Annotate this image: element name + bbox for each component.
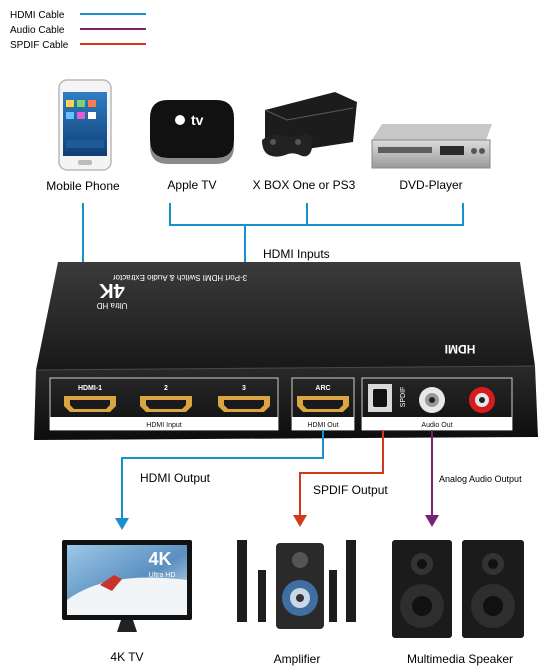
hdmi-port-1 bbox=[64, 396, 116, 412]
analog-audio-output-label: Analog Audio Output bbox=[439, 474, 522, 484]
4k-tv-image: 4K Ultra HD bbox=[62, 540, 192, 632]
apple-tv-label: Apple TV bbox=[167, 178, 216, 192]
mobile-phone-image bbox=[58, 79, 112, 171]
multimedia-speaker-image bbox=[392, 540, 524, 638]
hdmi-out-port bbox=[297, 396, 349, 412]
game-console-image bbox=[262, 92, 357, 157]
amplifier-label: Amplifier bbox=[274, 652, 321, 666]
xbox-ps3-label: X BOX One or PS3 bbox=[253, 178, 356, 192]
hdmi-inputs-label: HDMI Inputs bbox=[263, 247, 330, 261]
tv-badge-4k: 4K bbox=[148, 549, 171, 569]
legend-spdif-label: SPDIF Cable bbox=[10, 40, 69, 51]
spdif-output-label: SPDIF Output bbox=[313, 483, 388, 497]
audio-out-caption: Audio Out bbox=[421, 422, 452, 429]
top-4k-label: 4K bbox=[99, 279, 125, 301]
spdif-port bbox=[368, 384, 392, 412]
hdmi-logo: HDMI bbox=[445, 342, 476, 356]
top-ultrahd-label: Ultra HD bbox=[96, 301, 127, 310]
legend-audio-label: Audio Cable bbox=[10, 25, 65, 36]
dvd-player-label: DVD-Player bbox=[399, 178, 462, 192]
hdmi-port-3 bbox=[218, 396, 270, 412]
rca-white-port bbox=[419, 387, 445, 413]
hdmi-out-caption: HDMI Out bbox=[307, 422, 338, 429]
apple-tv-image: tv bbox=[150, 100, 234, 164]
tv-badge-uhd: Ultra HD bbox=[149, 572, 176, 579]
hdmi-switch-device: 4K Ultra HD 3-Port HDMI Switch & Audio E… bbox=[34, 262, 538, 440]
spdif-label: SPDIF bbox=[400, 387, 407, 408]
spdif-output-cable bbox=[293, 430, 384, 527]
port-3-label: 3 bbox=[242, 385, 246, 392]
dvd-player-image bbox=[371, 124, 492, 169]
legend: HDMI Cable Audio Cable SPDIF Cable bbox=[10, 10, 146, 51]
port-1-label: HDMI-1 bbox=[78, 385, 102, 392]
top-title-label: 3-Port HDMI Switch & Audio Extractor bbox=[113, 273, 248, 282]
hdmi-input-caption: HDMI Input bbox=[146, 422, 181, 429]
apple-tv-logo-text: tv bbox=[191, 112, 204, 128]
mobile-phone-label: Mobile Phone bbox=[46, 179, 120, 193]
hdmi-output-label: HDMI Output bbox=[140, 471, 211, 485]
multimedia-speaker-label: Multimedia Speaker bbox=[407, 652, 513, 666]
analog-audio-cable bbox=[425, 430, 439, 527]
port-2-label: 2 bbox=[164, 385, 168, 392]
legend-hdmi-label: HDMI Cable bbox=[10, 10, 65, 21]
hdmi-port-2 bbox=[140, 396, 192, 412]
input-cables bbox=[82, 203, 464, 268]
4k-tv-label: 4K TV bbox=[110, 650, 143, 664]
amplifier-image bbox=[237, 540, 356, 629]
rca-red-port bbox=[469, 387, 495, 413]
hdmi-output-cable bbox=[115, 430, 324, 530]
arc-label: ARC bbox=[315, 385, 330, 392]
